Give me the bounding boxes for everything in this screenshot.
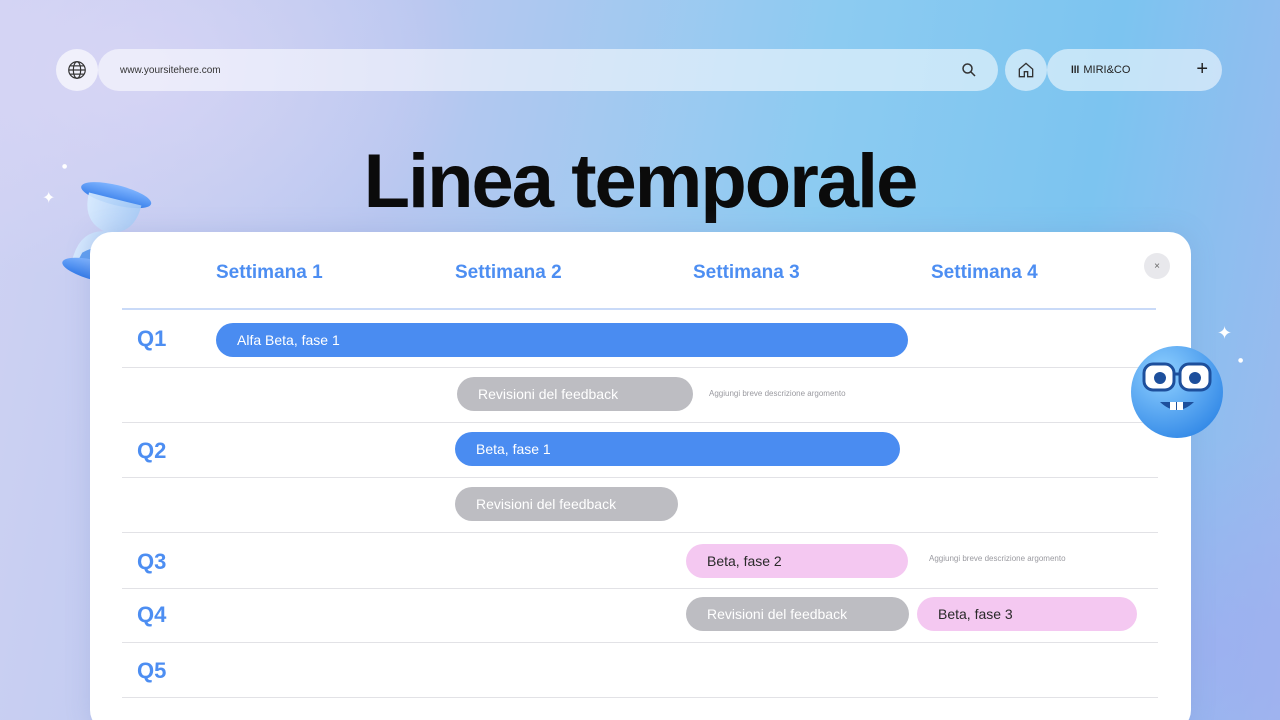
description-note: Aggiungi breve descrizione argomento (929, 554, 1066, 563)
quarter-label-q2: Q2 (137, 438, 167, 463)
header-divider (122, 308, 1156, 310)
row-divider (122, 532, 1158, 533)
home-button[interactable] (1005, 49, 1047, 91)
description-note: Aggiungi breve descrizione argomento (709, 389, 846, 398)
brand-logo: lll (1071, 64, 1080, 76)
search-icon[interactable] (960, 61, 978, 79)
timeline-bar[interactable]: Revisioni del feedback (686, 597, 909, 631)
week-header-2: Settimana 2 (455, 262, 562, 283)
timeline-bar[interactable]: Beta, fase 3 (917, 597, 1137, 631)
nerd-emoji-icon (1131, 346, 1223, 438)
row-divider (122, 367, 1158, 368)
tab-label: MIRI&CO (1083, 64, 1131, 76)
row-divider (122, 422, 1158, 423)
timeline-bar[interactable]: Revisioni del feedback (455, 487, 678, 521)
sparkle-icon: ● (62, 163, 68, 170)
row-divider (122, 642, 1158, 643)
timeline-bar[interactable]: Beta, fase 2 (686, 544, 908, 578)
page-title: Linea temporale (363, 139, 919, 224)
timeline-card (90, 232, 1191, 720)
timeline-bar[interactable]: Revisioni del feedback (457, 377, 693, 411)
browser-tab[interactable]: lll MIRI&CO + (1047, 49, 1222, 91)
row-divider (122, 588, 1158, 589)
url-bar[interactable]: www.yoursitehere.com (98, 49, 998, 91)
home-icon (1018, 62, 1034, 78)
globe-icon (68, 61, 86, 79)
sparkle-icon: ✦ (1217, 323, 1233, 344)
sparkle-icon: ● (1238, 357, 1244, 364)
globe-button[interactable] (56, 49, 98, 91)
week-header-3: Settimana 3 (693, 262, 800, 283)
close-icon[interactable]: × (1144, 253, 1170, 279)
week-header-1: Settimana 1 (216, 262, 323, 283)
url-text: www.yoursitehere.com (120, 64, 221, 76)
plus-icon[interactable]: + (1196, 58, 1208, 80)
row-divider (122, 697, 1158, 698)
row-divider (122, 477, 1158, 478)
sparkle-icon: ✦ (42, 188, 56, 207)
quarter-label-q4: Q4 (137, 602, 167, 627)
quarter-label-q3: Q3 (137, 549, 167, 574)
week-header-4: Settimana 4 (931, 262, 1038, 283)
timeline-bar[interactable]: Alfa Beta, fase 1 (216, 323, 908, 357)
quarter-label-q1: Q1 (137, 326, 167, 351)
quarter-label-q5: Q5 (137, 658, 167, 683)
timeline-bar[interactable]: Beta, fase 1 (455, 432, 900, 466)
